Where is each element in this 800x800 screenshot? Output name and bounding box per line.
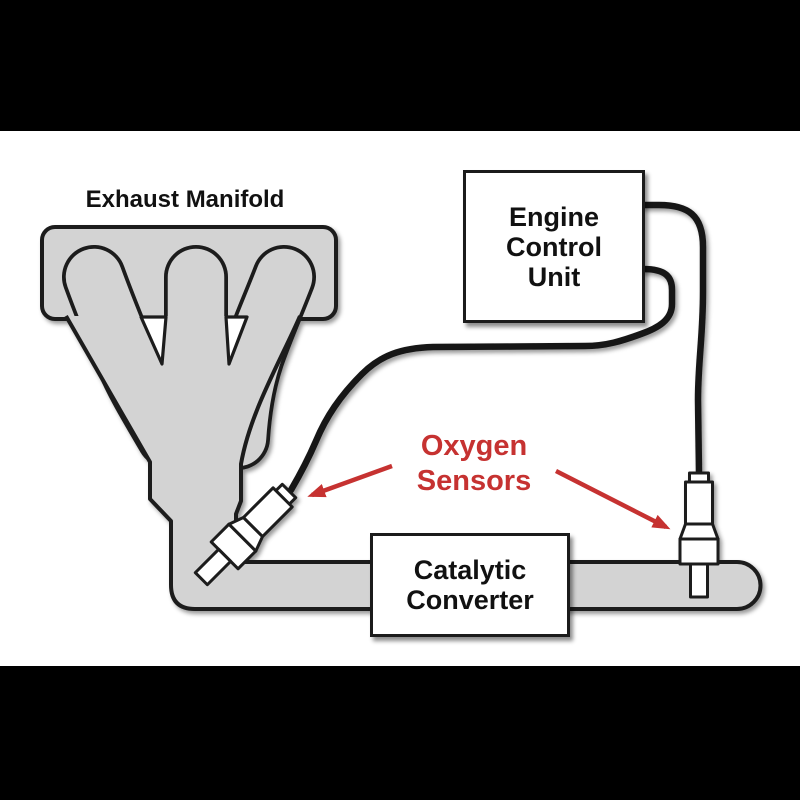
oxygen-sensors-label: Oxygen Sensors xyxy=(374,429,574,499)
letterbox-top xyxy=(0,0,800,131)
runner-gap-right xyxy=(224,315,249,366)
oxygen-label-line2: Sensors xyxy=(416,465,532,497)
exhaust-manifold-label: Exhaust Manifold xyxy=(85,186,285,213)
ecu-label-line2: Control xyxy=(506,231,602,262)
exhaust-pipe-outline xyxy=(64,315,763,611)
annotation-arrow-left xyxy=(307,463,393,498)
ecu-label-line1: Engine xyxy=(508,201,599,232)
exhaust-pipe-fill xyxy=(66,316,761,609)
engine-control-unit-box: Engine Control Unit xyxy=(463,170,645,323)
sensor-wire-upstream xyxy=(287,265,676,494)
letterbox-bottom xyxy=(0,666,800,800)
sensor-wire-downstream xyxy=(639,201,707,477)
catalytic-converter-box: Catalytic Converter xyxy=(370,533,570,637)
oxygen-label-line1: Oxygen xyxy=(420,430,528,462)
cat-label-line1: Catalytic xyxy=(413,555,527,585)
runner-gap-left xyxy=(139,315,168,366)
cat-label-line2: Converter xyxy=(406,585,534,615)
annotation-arrow-right xyxy=(554,468,671,530)
ecu-label-line3: Unit xyxy=(527,261,581,292)
